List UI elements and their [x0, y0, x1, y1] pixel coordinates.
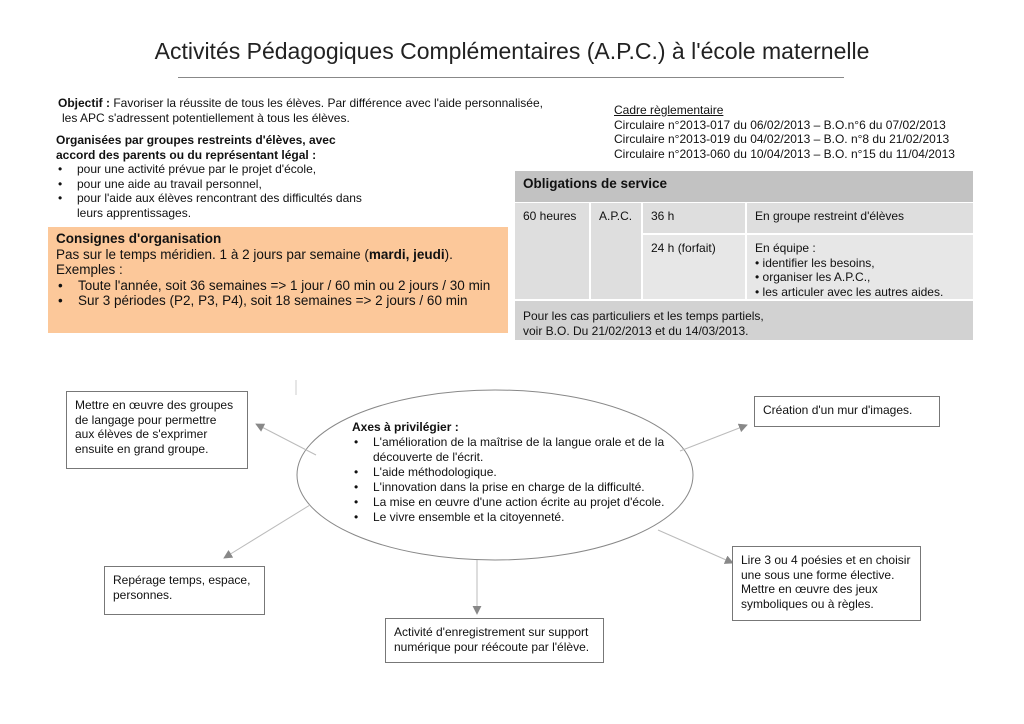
axes-heading: Axes à privilégier :: [352, 420, 459, 434]
list-item: pour une aide au travail personnel,: [56, 177, 476, 192]
list-item: • les articuler avec les autres aides.: [755, 284, 944, 299]
list-item: L'aide méthodologique.: [352, 465, 682, 480]
title-rule: [178, 77, 844, 78]
apc-label: A.P.C.: [599, 209, 633, 223]
list-item: L'innovation dans la prise en charge de …: [352, 480, 682, 495]
list-item: pour l'aide aux élèves rencontrant des d…: [56, 191, 476, 206]
consignes-text-end: ).: [444, 246, 453, 262]
box-line: Mettre en œuvre des jeux: [741, 582, 878, 596]
consignes-line-1: Pas sur le temps méridien. 1 à 2 jours p…: [56, 247, 500, 263]
obligations-header: Obligations de service: [515, 171, 973, 203]
consignes-heading: Consignes d'organisation: [56, 231, 222, 246]
circulaire-line: Circulaire n°2013-017 du 06/02/2013 – B.…: [614, 117, 946, 132]
consignes-examples-label: Exemples :: [56, 262, 123, 277]
divider: [641, 203, 643, 300]
cadre-reglementaire: Cadre règlementaire Circulaire n°2013-01…: [614, 103, 994, 161]
box-line: Lire 3 ou 4 poésies et en choisir: [741, 553, 911, 567]
objective-label: Objectif :: [58, 96, 111, 110]
organisation-list: pour une activité prévue par le projet d…: [56, 162, 476, 206]
list-item: La mise en œuvre d'une action écrite au …: [352, 495, 682, 510]
consignes-text: Pas sur le temps méridien. 1 à 2 jours p…: [56, 246, 369, 262]
list-item: L'amélioration de la maîtrise de la lang…: [352, 435, 682, 465]
footer-line-2: voir B.O. Du 21/02/2013 et du 14/03/2013…: [523, 323, 749, 338]
footer-line-1: Pour les cas particuliers et les temps p…: [523, 309, 764, 323]
box-line: Activité d'enregistrement sur support: [394, 625, 589, 639]
arrow-to-groupes: [255, 423, 317, 456]
organisation-block: Organisées par groupes restreints d'élèv…: [56, 133, 476, 220]
list-item: • identifier les besoins,: [755, 255, 875, 270]
consignes-days: mardi, jeudi: [368, 246, 445, 262]
box-line: symboliques ou à règles.: [741, 596, 874, 611]
circulaire-line: Circulaire n°2013-019 du 04/02/2013 – B.…: [614, 132, 950, 146]
divider: [515, 202, 973, 203]
axes-content: Axes à privilégier : L'amélioration de l…: [352, 420, 682, 525]
organisation-heading-1: Organisées par groupes restreints d'élèv…: [56, 133, 336, 147]
box-poesies: Lire 3 ou 4 poésies et en choisir une so…: [732, 546, 921, 621]
obligations-table: Obligations de service 60 heures A.P.C. …: [515, 171, 973, 340]
box-line: ensuite en grand groupe.: [75, 441, 209, 456]
list-item: Le vivre ensemble et la citoyenneté.: [352, 510, 682, 525]
arrow-to-mur: [679, 423, 748, 452]
objective-text-2: les APC s'adressent potentiellement à to…: [62, 110, 350, 125]
cadre-heading: Cadre règlementaire: [614, 103, 724, 117]
organisation-heading-2: accord des parents ou du représentant lé…: [56, 147, 317, 162]
box-line: Création d'un mur d'images.: [763, 403, 913, 417]
divider: [745, 203, 747, 300]
box-line: Mettre en œuvre des groupes: [75, 398, 234, 412]
hours-total: 60 heures: [523, 209, 577, 223]
box-groupes-langage: Mettre en œuvre des groupes de langage p…: [66, 391, 248, 469]
box-line: numérique pour réécoute par l'élève.: [394, 639, 590, 654]
arrow-to-poesies: [657, 529, 734, 564]
apc-cell-bg: [589, 203, 642, 300]
divider: [589, 203, 591, 300]
box-mur-images: Création d'un mur d'images.: [754, 396, 940, 427]
box-reperage: Repérage temps, espace, personnes.: [104, 566, 265, 615]
box-line: personnes.: [113, 587, 173, 602]
objective-block: Objectif : Favoriser la réussite de tous…: [58, 96, 548, 125]
row2-hours: 24 h (forfait): [651, 241, 716, 255]
box-enregistrement: Activité d'enregistrement sur support nu…: [385, 618, 604, 663]
hours-cell-bg: [515, 203, 589, 300]
box-line: de langage pour permettre: [75, 412, 217, 427]
list-item: • organiser les A.P.C.,: [755, 270, 871, 284]
divider: [643, 233, 973, 235]
divider: [515, 299, 973, 301]
consignes-list: Toute l'année, soit 36 semaines => 1 jou…: [56, 278, 500, 309]
row2-desc: En équipe : • identifier les besoins, • …: [747, 237, 973, 303]
consignes-box: Consignes d'organisation Pas sur le temp…: [48, 227, 508, 333]
list-item: Sur 3 périodes (P2, P3, P4), soit 18 sem…: [56, 293, 500, 309]
box-line: Repérage temps, espace,: [113, 573, 251, 587]
organisation-item-3-cont: leurs apprentissages.: [77, 205, 192, 220]
arrow-to-reperage: [223, 504, 311, 559]
box-line: une sous une forme élective.: [741, 567, 895, 582]
axes-list: L'amélioration de la maîtrise de la lang…: [352, 435, 682, 525]
page-title: Activités Pédagogiques Complémentaires (…: [154, 38, 870, 64]
objective-text-1: Favoriser la réussite de tous les élèves…: [110, 96, 543, 110]
obligations-footer: [515, 300, 973, 340]
row1-hours: 36 h: [651, 209, 675, 223]
obligations-footer-text: Pour les cas particuliers et les temps p…: [515, 305, 973, 342]
list-item: Toute l'année, soit 36 semaines => 1 jou…: [56, 278, 500, 294]
list-item: pour une activité prévue par le projet d…: [56, 162, 476, 177]
row1-desc: En groupe restreint d'élèves: [755, 209, 905, 223]
box-line: aux élèves de s'exprimer: [75, 427, 208, 441]
circulaire-line: Circulaire n°2013-060 du 10/04/2013 – B.…: [614, 146, 955, 161]
row2-desc-heading: En équipe :: [755, 241, 816, 255]
